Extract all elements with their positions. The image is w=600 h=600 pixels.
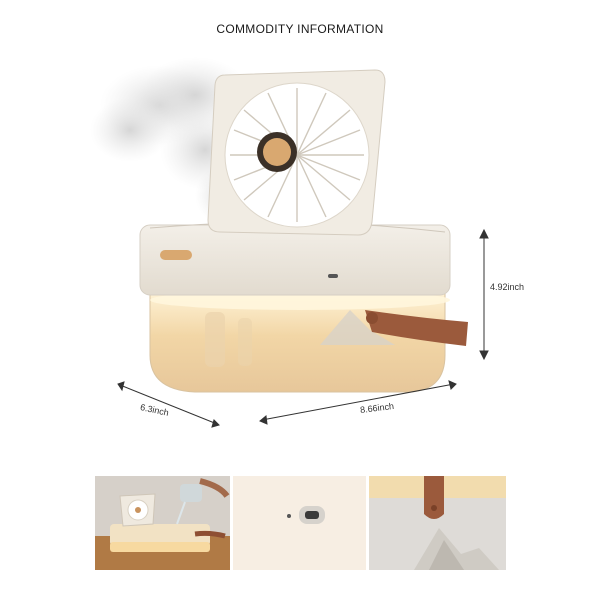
refill-image bbox=[95, 476, 230, 570]
page-title: COMMODITY INFORMATION bbox=[216, 22, 384, 36]
power-button bbox=[160, 250, 192, 260]
fan-icon bbox=[207, 69, 386, 236]
water-tank bbox=[149, 289, 450, 393]
product-illustration bbox=[90, 57, 489, 428]
usb-port-icon bbox=[328, 274, 338, 278]
strap-image bbox=[369, 476, 506, 570]
height-dimension-label: 4.92inch bbox=[490, 282, 525, 292]
thumbnail-usb-port bbox=[233, 476, 366, 570]
usb-port-image bbox=[233, 476, 366, 570]
thumbnail-strap bbox=[369, 476, 506, 570]
strap-icon bbox=[365, 310, 468, 346]
dimension-arrows bbox=[117, 228, 489, 428]
thumbnail-refill bbox=[95, 476, 230, 570]
unit-body bbox=[139, 221, 451, 296]
